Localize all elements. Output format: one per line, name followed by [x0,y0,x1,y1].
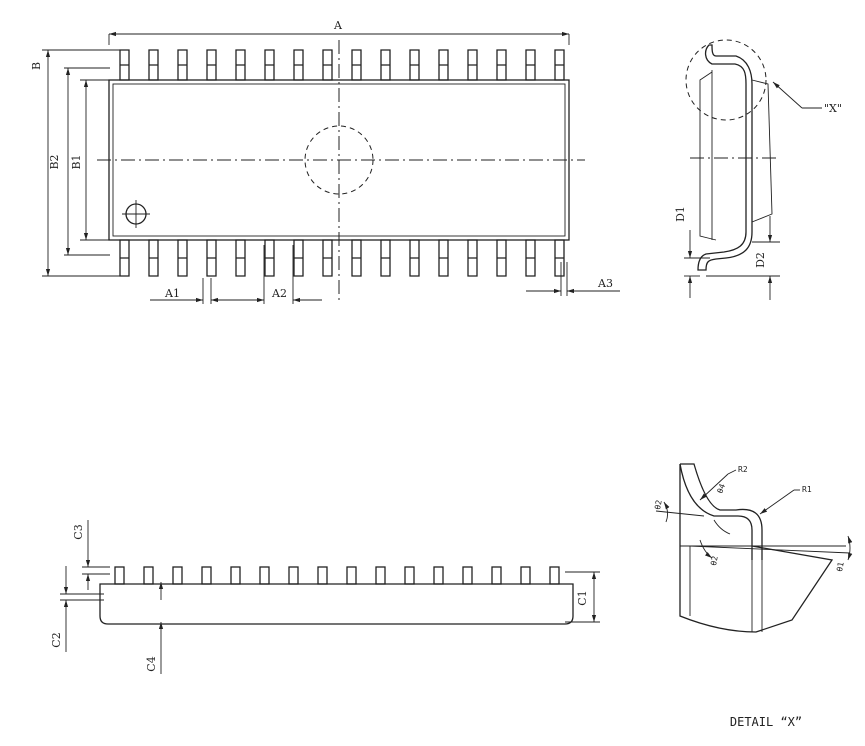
bottom-pin [525,239,536,277]
dim-label-a: A [333,19,343,32]
front-pins [114,566,560,585]
top-pin [148,49,159,81]
front-pin [433,566,444,585]
front-pin [172,566,183,585]
top-pin [554,49,565,81]
front-pin [201,566,212,585]
detail-x-callout: "X" [824,102,842,115]
dim-label-c1: C1 [576,590,589,605]
front-pin [346,566,357,585]
bottom-pin [293,239,304,277]
top-view: A B B2 B1 A1 A2 A3 [30,19,620,304]
label-theta4: θ4 [715,482,727,494]
front-pin [259,566,270,585]
front-pin [404,566,415,585]
bottom-pin [264,239,275,277]
top-pin [351,49,362,81]
dim-label-c4: C4 [145,656,158,671]
dim-label-b1: B1 [70,154,83,169]
top-pin [525,49,536,81]
top-pin [206,49,217,81]
bottom-pin [351,239,362,277]
top-pin [438,49,449,81]
front-pin [549,566,560,585]
dim-label-a1: A1 [164,287,180,300]
detail-title: DETAIL “X” [730,715,802,729]
bottom-pin [119,239,130,277]
top-pin [264,49,275,81]
top-pin [177,49,188,81]
dim-label-d1: D1 [674,206,687,222]
bottom-pin [438,239,449,277]
front-view: C1 C3 C2 C4 [50,520,600,674]
ejector-mark [304,125,374,195]
bottom-pin [177,239,188,277]
front-pin [375,566,386,585]
label-r1: R1 [802,485,812,494]
top-pin [409,49,420,81]
dim-label-b: B [30,62,43,70]
top-pin [119,49,130,81]
label-theta2-bottom: θ2 [709,555,720,566]
bottom-pins [119,239,565,277]
detail-x-view: R2 R1 θ2 θ4 θ2 θ1 DETAIL “X” [653,463,853,729]
label-theta1: θ1 [835,561,846,572]
dim-label-a2: A2 [271,287,287,300]
front-pin [317,566,328,585]
top-pin [293,49,304,81]
bottom-pin [322,239,333,277]
front-pin [462,566,473,585]
bottom-pin [148,239,159,277]
dim-label-c2: C2 [50,632,63,647]
front-pin [288,566,299,585]
label-r2: R2 [738,465,748,474]
bottom-pin [554,239,565,277]
front-pin [520,566,531,585]
label-theta2-left: θ2 [653,499,664,510]
top-pin [467,49,478,81]
end-view: "X" D1 D2 [674,39,842,300]
front-pin [114,566,125,585]
top-pin [496,49,507,81]
bottom-pin [206,239,217,277]
top-pin [380,49,391,81]
top-pin [235,49,246,81]
dim-label-d2: D2 [754,252,767,268]
bottom-pin [409,239,420,277]
bottom-pin [380,239,391,277]
front-pin [143,566,154,585]
dim-label-b2: B2 [48,154,61,169]
top-pins [119,49,565,81]
bottom-pin [235,239,246,277]
dim-label-c3: C3 [72,524,85,539]
detail-x-circle [685,39,767,121]
front-pin [491,566,502,585]
top-pin [322,49,333,81]
front-pin [230,566,241,585]
bottom-pin [496,239,507,277]
dim-label-a3: A3 [597,277,613,290]
bottom-pin [467,239,478,277]
